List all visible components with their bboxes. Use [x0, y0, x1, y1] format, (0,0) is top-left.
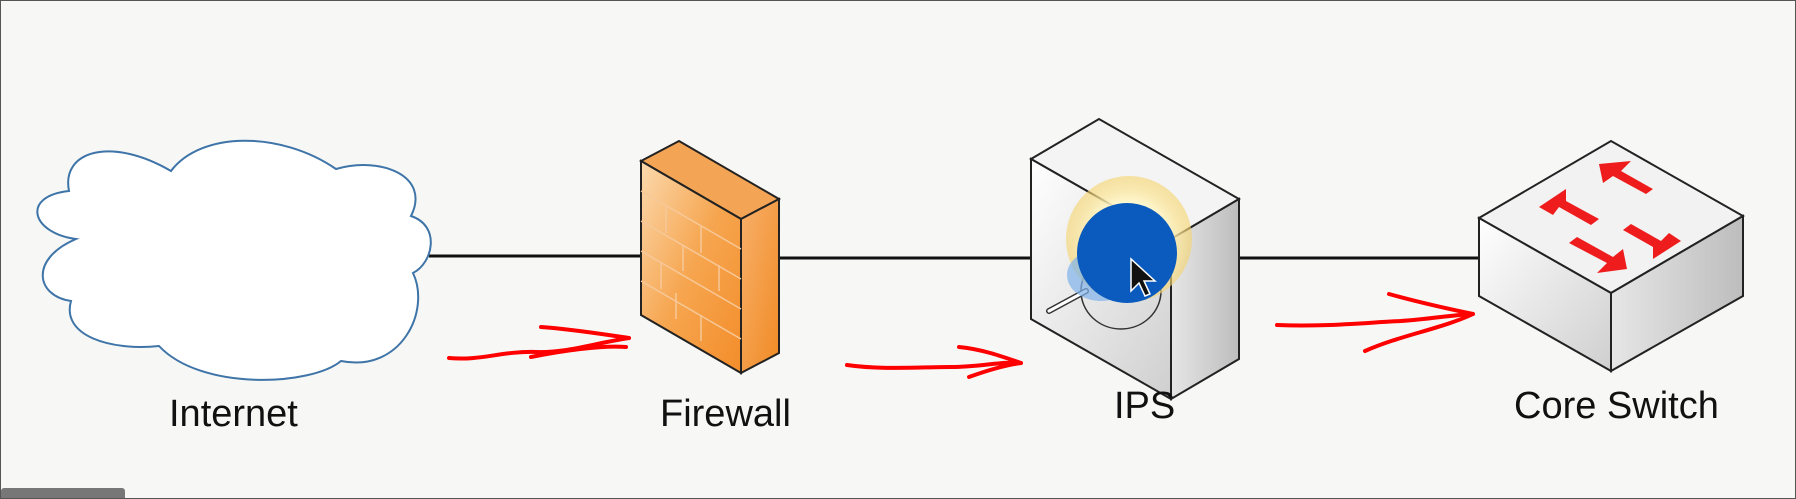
- annotation-arrows: [447, 292, 1475, 379]
- node-label-ips: IPS: [1114, 385, 1176, 427]
- mouse-cursor-icon: [1130, 257, 1157, 297]
- arrow-firewall-to-ips: [845, 345, 1023, 379]
- link-lines: [429, 254, 1479, 260]
- switch-icon: [1476, 139, 1746, 373]
- firewall-brick-icon: [638, 139, 782, 375]
- node-label-internet: Internet: [169, 393, 298, 435]
- arrow-ips-to-switch: [1275, 292, 1475, 353]
- switch-arrows: [1539, 161, 1681, 273]
- cloud-icon: [36, 139, 432, 381]
- cursor-highlight: [1066, 176, 1192, 303]
- arrow-internet-to-firewall: [447, 325, 631, 361]
- progress-bar-stub[interactable]: [1, 488, 125, 498]
- node-label-core-switch: Core Switch: [1514, 385, 1719, 427]
- node-label-firewall: Firewall: [660, 393, 791, 435]
